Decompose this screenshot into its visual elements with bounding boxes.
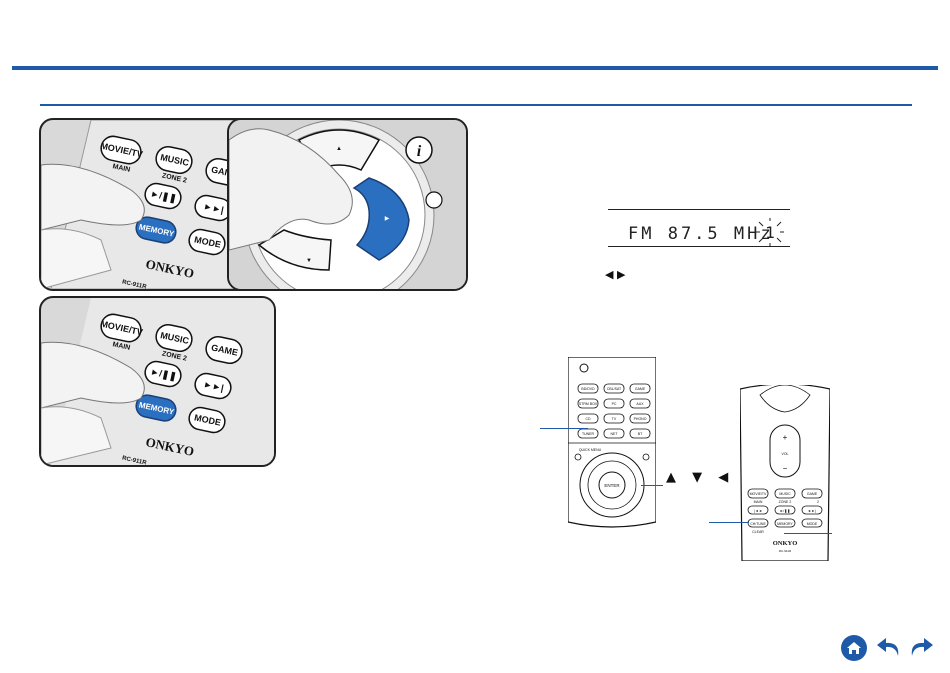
section-rule: [40, 104, 912, 106]
svg-text:ONKYO: ONKYO: [773, 540, 798, 547]
home-button[interactable]: [840, 634, 868, 662]
svg-text:i: i: [417, 143, 422, 160]
svg-text:MODE: MODE: [807, 522, 818, 526]
display-top-rule: [608, 209, 790, 210]
svg-text:MOVIE/TV: MOVIE/TV: [750, 492, 767, 496]
illustration-remote-memory-1: MOVIE/TV MAIN MUSIC ZONE 2 GAME ►/❚❚ ►►|…: [39, 118, 257, 291]
svg-text:MAIN: MAIN: [754, 500, 763, 504]
instruction-arrow-keys: ◀ ▶: [605, 268, 626, 281]
cursor-illustration: ▲ ▼ ▶ i: [229, 120, 466, 289]
remote-illustration-2: MOVIE/TV MAIN MUSIC ZONE 2 GAME ►/❚❚ ►►|…: [41, 298, 274, 465]
svg-text:TUNER: TUNER: [582, 432, 595, 436]
svg-text:MUSIC: MUSIC: [779, 492, 791, 496]
svg-text:AUX: AUX: [636, 402, 644, 406]
svg-text:CBL/SAT: CBL/SAT: [607, 387, 622, 391]
svg-text:MAIN: MAIN: [112, 163, 131, 174]
svg-text:▼: ▼: [306, 258, 312, 264]
display-frequency: FM 87.5 MHz: [628, 224, 774, 244]
illustration-cursor-right: ▲ ▼ ▶ i: [227, 118, 468, 291]
back-icon: [877, 638, 899, 656]
svg-text:ZONE 2: ZONE 2: [779, 500, 792, 504]
svg-text:CD: CD: [585, 417, 591, 421]
svg-text:1: 1: [765, 223, 775, 242]
svg-text:ENTER: ENTER: [604, 483, 620, 488]
svg-text:▶: ▶: [385, 216, 390, 222]
svg-text:►►|: ►►|: [203, 379, 225, 393]
blink-icon: 1: [756, 218, 784, 246]
forward-icon: [911, 638, 933, 656]
display-bottom-rule: [608, 246, 790, 247]
svg-text:►/❚❚: ►/❚❚: [780, 508, 790, 513]
svg-text:NET: NET: [611, 432, 619, 436]
svg-text:TV: TV: [612, 417, 617, 421]
svg-text:▲: ▲: [336, 146, 342, 152]
svg-text:VOL: VOL: [781, 452, 788, 456]
svg-text:RC-911R: RC-911R: [122, 280, 148, 289]
svg-text:GAME: GAME: [635, 387, 646, 391]
cursor-arrow-keys-label: ▲ ▼ ◀ ▶: [666, 470, 761, 485]
svg-text:RC-911R: RC-911R: [779, 549, 792, 553]
callout-memory: [784, 533, 832, 534]
svg-text:+: +: [783, 433, 788, 442]
back-button[interactable]: [874, 634, 902, 662]
remote-overview-bottom: + − VOL MOVIE/TV MUSIC GAME MAIN ZONE 2 …: [739, 383, 831, 562]
svg-text:CH/TUNE: CH/TUNE: [750, 522, 766, 526]
svg-text:STRM BOX: STRM BOX: [579, 402, 598, 406]
header-rule: [12, 66, 938, 70]
svg-text:BD/DVD: BD/DVD: [581, 387, 595, 391]
forward-button[interactable]: [906, 634, 934, 662]
svg-text:►►|: ►►|: [808, 509, 816, 513]
remote-illustration-1: MOVIE/TV MAIN MUSIC ZONE 2 GAME ►/❚❚ ►►|…: [41, 120, 255, 289]
svg-text:RC-911R: RC-911R: [122, 456, 148, 465]
svg-text:PC: PC: [612, 402, 617, 406]
home-icon: [841, 635, 867, 661]
svg-text:−: −: [783, 464, 788, 473]
svg-text:CLEAR: CLEAR: [752, 530, 764, 534]
svg-text:MAIN: MAIN: [112, 341, 131, 352]
remote-overview: BD/DVD CBL/SAT GAME STRM BOX PC AUX CD T…: [567, 356, 657, 529]
svg-text:MEMORY: MEMORY: [777, 522, 793, 526]
blinking-channel-indicator: 1: [755, 218, 785, 246]
svg-text:|◄◄: |◄◄: [754, 509, 762, 513]
callout-ch-tune: [709, 522, 749, 523]
svg-text:PHONO: PHONO: [634, 417, 647, 421]
svg-text:QUICK MENU: QUICK MENU: [579, 448, 602, 452]
callout-cursor: [641, 485, 663, 486]
svg-text:2: 2: [817, 500, 819, 504]
svg-text:GAME: GAME: [807, 492, 818, 496]
remote-bottom-drawing: + − VOL MOVIE/TV MUSIC GAME MAIN ZONE 2 …: [739, 383, 831, 562]
remote-overview-drawing: BD/DVD CBL/SAT GAME STRM BOX PC AUX CD T…: [567, 356, 657, 528]
svg-text:BT: BT: [638, 432, 643, 436]
svg-text:►►|: ►►|: [203, 201, 225, 215]
callout-tuner: [540, 428, 588, 429]
illustration-remote-memory-2: MOVIE/TV MAIN MUSIC ZONE 2 GAME ►/❚❚ ►►|…: [39, 296, 276, 467]
